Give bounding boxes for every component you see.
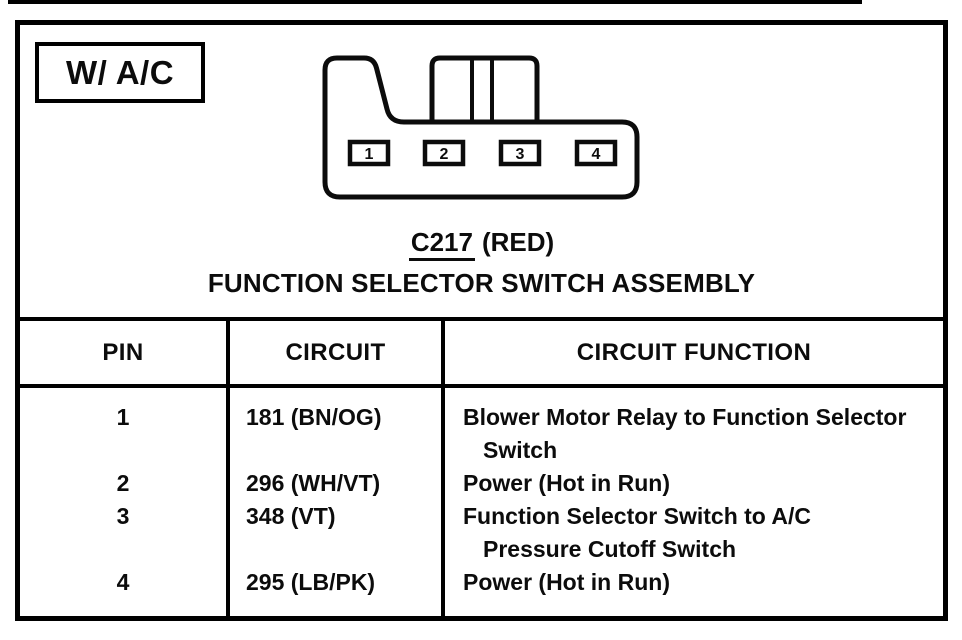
connector-code: C217 [408,227,475,261]
pin-box-2 [422,139,466,167]
pin-cell: 1 [116,404,130,430]
connector-body-outline [322,55,640,200]
pin-cell: 4 [116,569,130,595]
ac-variant-label: W/ A/C [65,53,175,91]
circuit-function-cell: Power (Hot in Run) [463,569,670,595]
circuit-function-cell: Function Selector Switch to A/C Pressure… [463,503,811,562]
scan-artifact-line [8,0,862,4]
circuit-function-column: Blower Motor Relay to Function Selector … [445,388,943,616]
column-header-circuit-function: CIRCUIT FUNCTION [445,321,943,388]
pin-number-label: 2 [440,146,449,163]
connector-diagram-section: W/ A/C 1 2 3 4 C217(RE [20,25,943,317]
ac-variant-badge: W/ A/C [35,42,205,103]
circuit-column: 181 (BN/OG) 296 (WH/VT) 348 (VT) 295 (LB… [230,388,445,616]
connector-title: C217(RED) [20,227,943,261]
pin-box-1 [347,139,391,167]
pin-number-label: 1 [365,146,374,163]
circuit-cell: 295 (LB/PK) [246,569,376,595]
pin-cell: 3 [116,503,130,529]
pin-box-4 [574,139,618,167]
circuit-function-cell: Blower Motor Relay to Function Selector … [463,404,907,463]
circuit-cell: 181 (BN/OG) [246,404,382,430]
diagram-frame: W/ A/C 1 2 3 4 C217(RE [15,20,948,621]
connector-drawing: 1 2 3 4 [322,55,640,200]
pinout-table: PIN CIRCUIT CIRCUIT FUNCTION 1 2 3 4 181… [20,317,943,616]
connector-color: (RED) [481,227,555,257]
latch-tab [429,55,540,122]
circuit-function-cell: Power (Hot in Run) [463,470,670,496]
circuit-cell: 296 (WH/VT) [246,470,381,496]
pin-column: 1 2 3 4 [20,388,230,616]
pin-cell: 2 [116,470,130,496]
circuit-cell: 348 (VT) [246,503,336,529]
assembly-title: FUNCTION SELECTOR SWITCH ASSEMBLY [207,268,756,298]
pin-number-label: 3 [516,146,525,163]
column-header-circuit: CIRCUIT [230,321,445,388]
pin-number-label: 4 [592,146,601,163]
column-header-pin: PIN [20,321,230,388]
pin-box-3 [498,139,542,167]
